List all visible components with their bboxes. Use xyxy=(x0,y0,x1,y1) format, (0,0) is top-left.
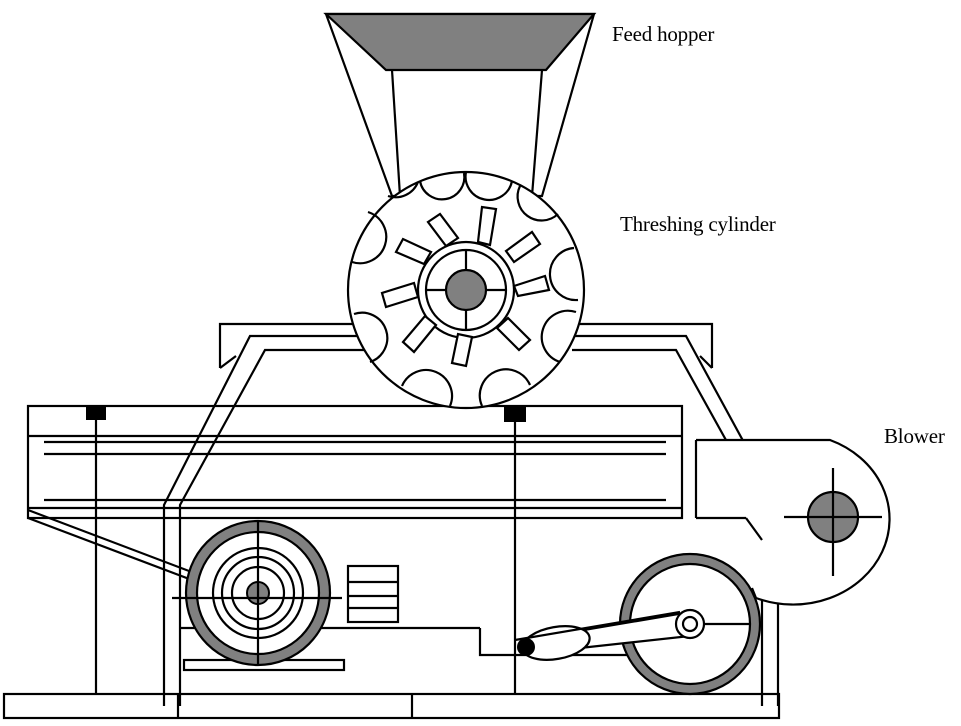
threshing-cylinder xyxy=(346,170,586,410)
control-box xyxy=(346,564,400,624)
feed-hopper xyxy=(323,12,597,198)
threshing-pegs xyxy=(380,205,551,368)
blower-label: Blower xyxy=(884,424,945,448)
threshing-cylinder-label: Threshing cylinder xyxy=(620,212,776,236)
motor-pulley xyxy=(172,519,342,667)
crank-wheel xyxy=(514,552,762,696)
feed-hopper-label: Feed hopper xyxy=(612,22,715,46)
blower xyxy=(694,438,891,606)
sieve-box xyxy=(26,404,684,694)
base-frame xyxy=(2,692,781,720)
